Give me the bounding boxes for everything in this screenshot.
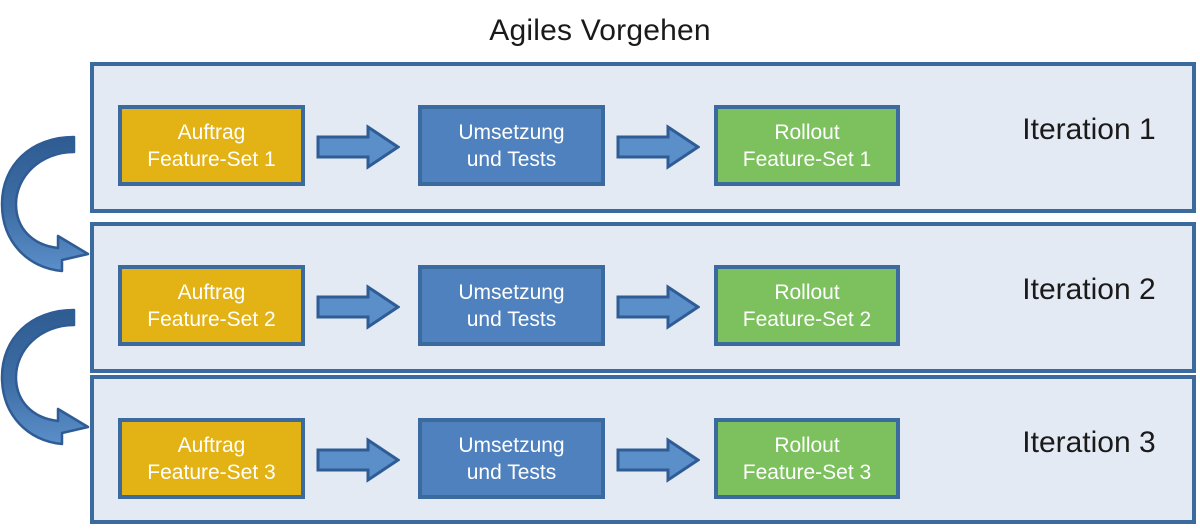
process-box-line-1: Auftrag [177, 120, 246, 144]
process-box-umsetzung: Umsetzung und Tests [418, 418, 605, 499]
process-box-auftrag: Auftrag Feature-Set 1 [118, 105, 305, 186]
process-box-line-2: Feature-Set 3 [742, 460, 872, 484]
process-box-umsetzung: Umsetzung und Tests [418, 265, 605, 346]
process-box-line-2: Feature-Set 2 [147, 307, 276, 331]
loop-back-arrow-icon [0, 135, 90, 273]
flow-arrow-right-icon [316, 284, 400, 330]
loop-back-arrow-icon [0, 308, 90, 446]
process-box-line-1: Rollout [774, 433, 840, 457]
flow-arrow-right-icon [316, 437, 400, 483]
process-box-line-1: Auftrag [177, 433, 246, 457]
flow-arrow-right-icon [616, 124, 700, 170]
process-box-line-2: und Tests [466, 307, 557, 331]
process-box-line-1: Umsetzung [458, 433, 565, 457]
iteration-row: Auftrag Feature-Set 1 Umsetzung und Test… [90, 62, 1196, 213]
process-box-rollout: Rollout Feature-Set 1 [714, 105, 900, 186]
iteration-row: Auftrag Feature-Set 3 Umsetzung und Test… [90, 375, 1196, 524]
iteration-label: Iteration 1 [1022, 113, 1156, 146]
process-box-line-2: und Tests [466, 460, 557, 484]
process-box-umsetzung: Umsetzung und Tests [418, 105, 605, 186]
page-title: Agiles Vorgehen [489, 14, 711, 47]
flow-arrow-right-icon [616, 284, 700, 330]
process-box-line-2: und Tests [466, 147, 557, 171]
process-box-line-1: Rollout [774, 120, 840, 144]
process-box-rollout: Rollout Feature-Set 3 [714, 418, 900, 499]
iteration-row: Auftrag Feature-Set 2 Umsetzung und Test… [90, 222, 1196, 373]
process-box-line-1: Umsetzung [458, 280, 565, 304]
iteration-label: Iteration 2 [1022, 273, 1156, 306]
process-box-auftrag: Auftrag Feature-Set 2 [118, 265, 305, 346]
process-box-line-1: Auftrag [177, 280, 246, 304]
process-box-rollout: Rollout Feature-Set 2 [714, 265, 900, 346]
process-box-auftrag: Auftrag Feature-Set 3 [118, 418, 305, 499]
process-box-line-2: Feature-Set 1 [742, 147, 872, 171]
process-box-line-1: Rollout [774, 280, 840, 304]
flow-arrow-right-icon [316, 124, 400, 170]
process-box-line-2: Feature-Set 2 [742, 307, 872, 331]
process-box-line-2: Feature-Set 1 [147, 147, 276, 171]
flow-arrow-right-icon [616, 437, 700, 483]
process-box-line-2: Feature-Set 3 [147, 460, 276, 484]
process-box-line-1: Umsetzung [458, 120, 565, 144]
iteration-label: Iteration 3 [1022, 426, 1156, 459]
